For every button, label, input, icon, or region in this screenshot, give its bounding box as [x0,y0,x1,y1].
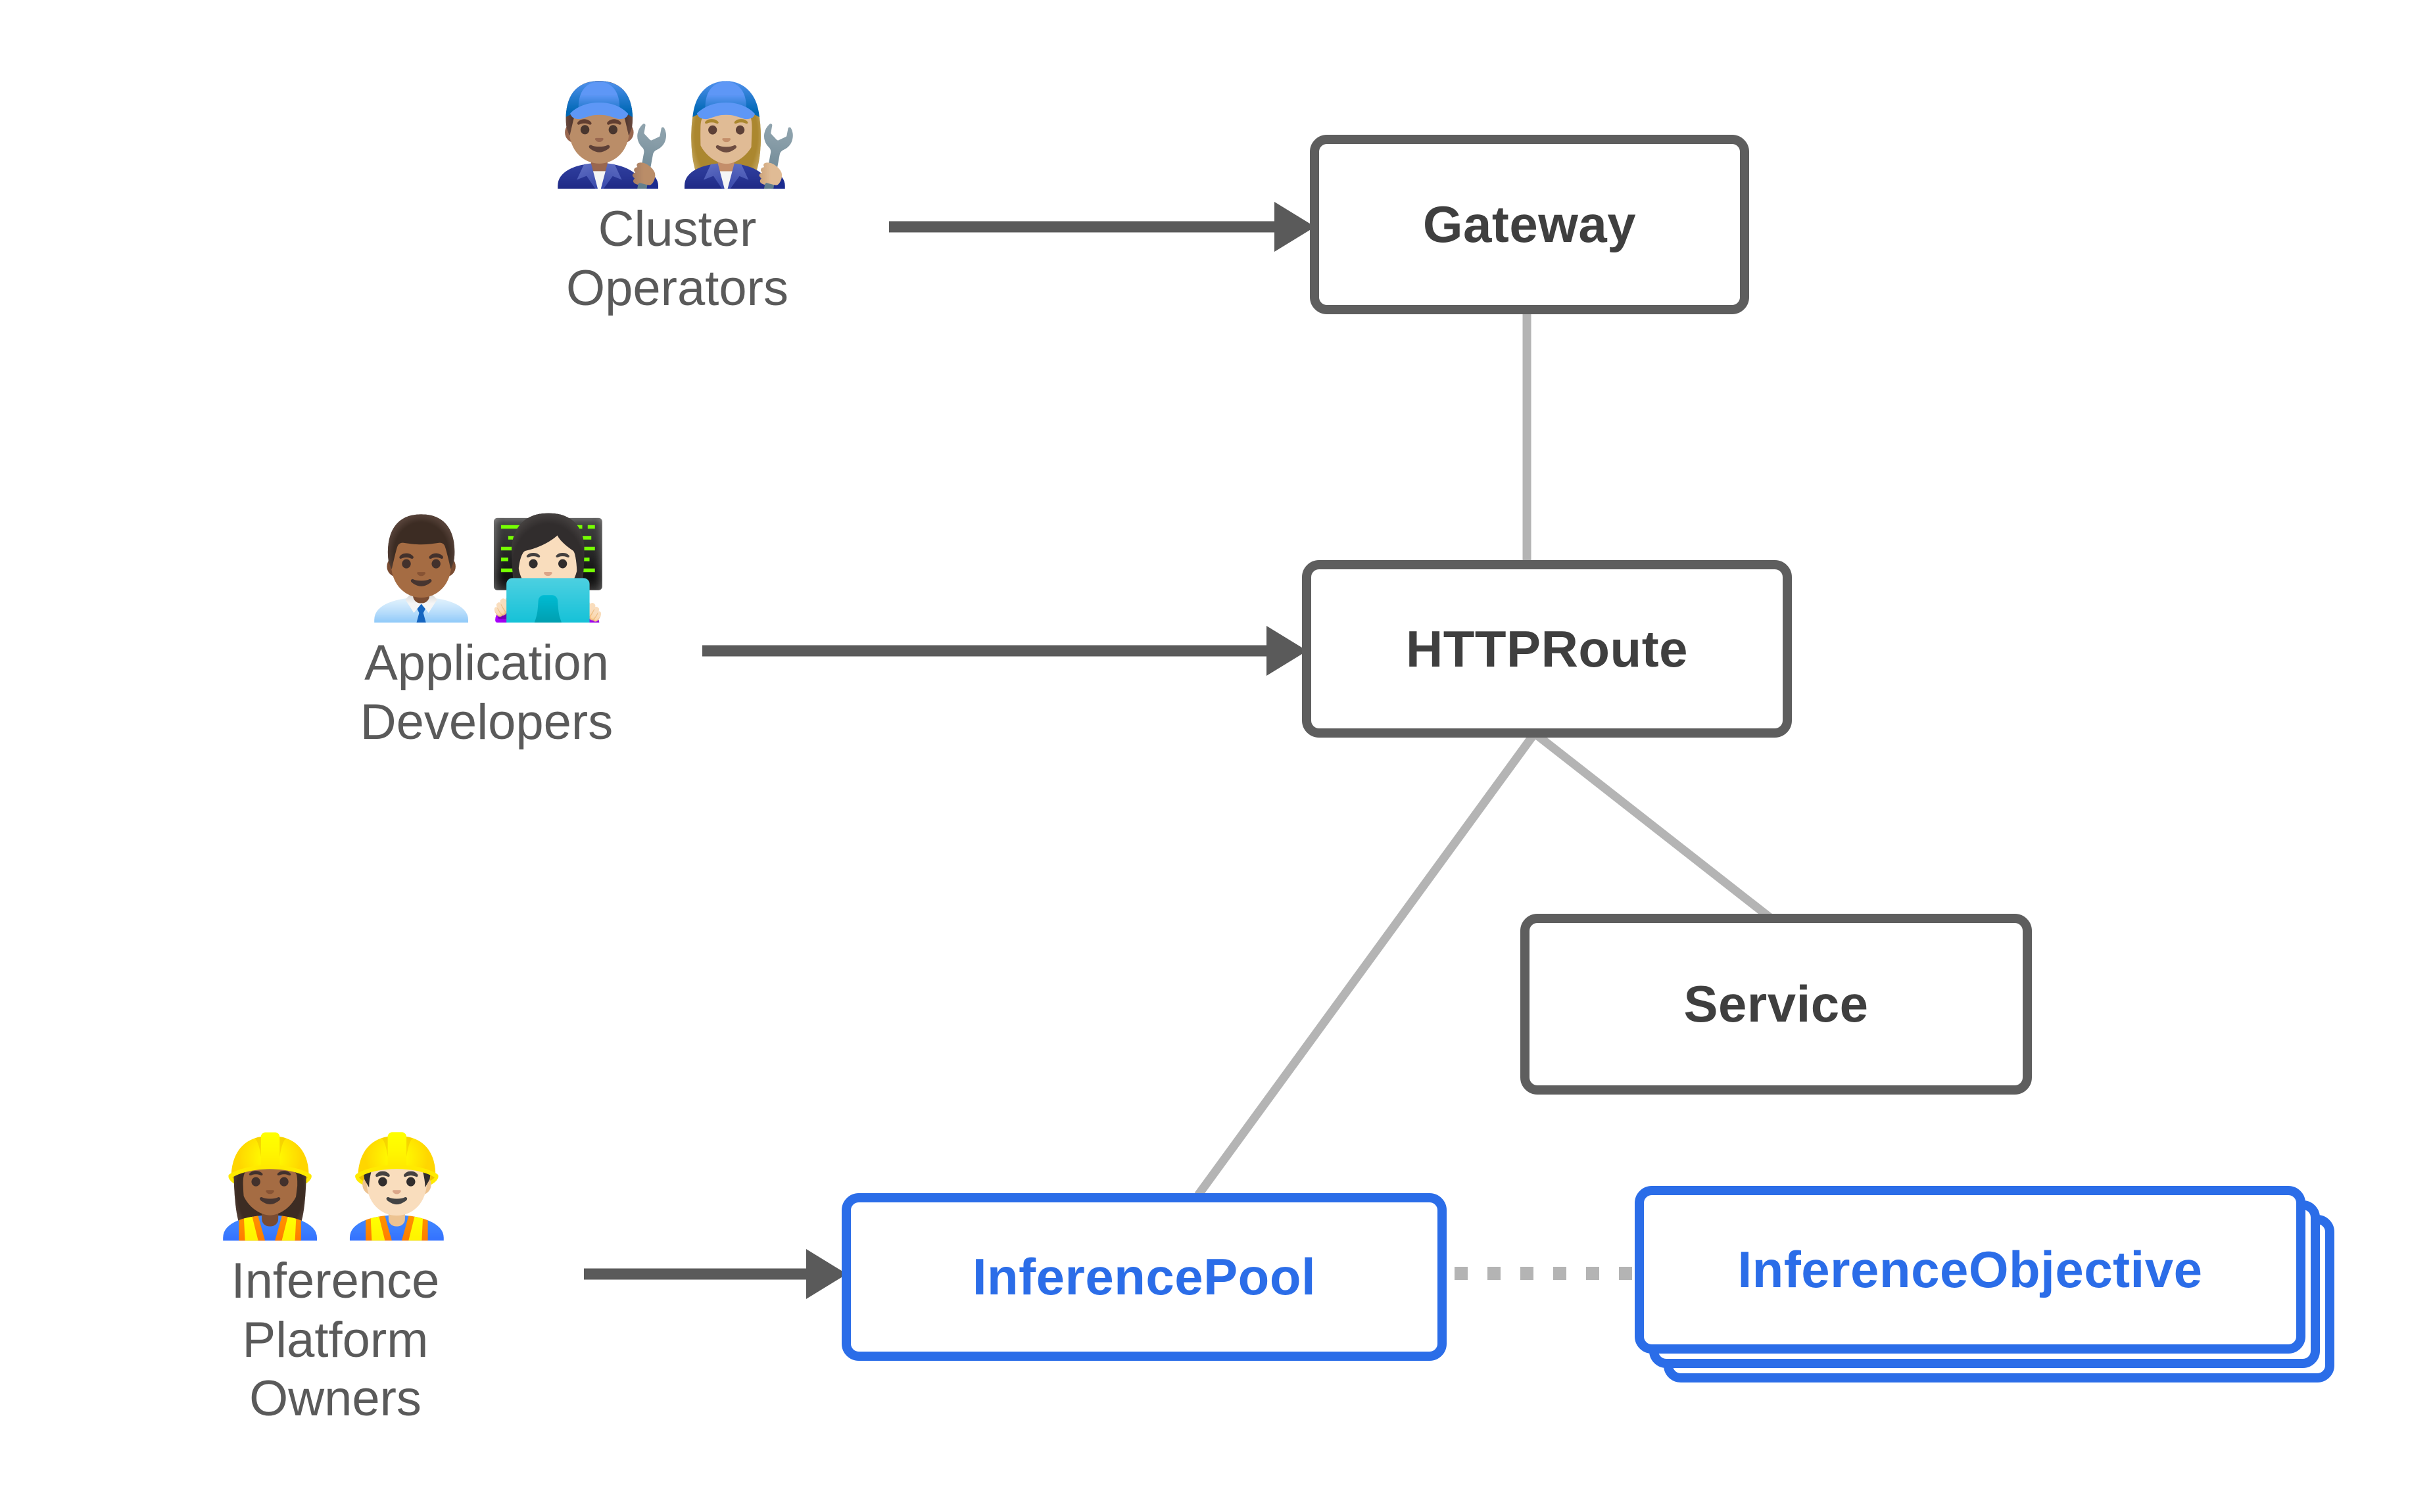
cluster-operators-emoji: 👨🏽‍🔧👩🏼‍🔧 [550,78,804,192]
application-developers-caption: Application Developers [360,635,614,750]
node-service-label: Service [1683,975,1869,1033]
node-inferenceobjective[interactable]: InferenceObjective [1635,1186,2305,1354]
edge-developers-to-httproute [702,626,1307,676]
edge-operators-to-gateway [889,202,1315,252]
actor-inference-platform-owners: 👷🏾‍♀️👷🏻‍♂️ Inference Platform Owners [151,1137,519,1429]
node-gateway[interactable]: Gateway [1310,135,1749,314]
node-inferencepool[interactable]: InferencePool [842,1193,1447,1361]
application-developers-emoji: 👨🏾‍💼👩🏻‍💻 [360,511,614,626]
node-httproute-label: HTTPRoute [1405,619,1689,678]
node-inferenceobjective-label: InferenceObjective [1737,1240,2203,1298]
inference-platform-owners-caption: Inference Platform Owners [231,1253,440,1427]
edge-httproute-to-inferencepool [1194,732,1537,1198]
inference-platform-owners-emoji: 👷🏾‍♀️👷🏻‍♂️ [208,1129,462,1244]
actor-application-developers: 👨🏾‍💼👩🏻‍💻 Application Developers [322,519,651,751]
node-service[interactable]: Service [1520,914,2032,1095]
actor-cluster-operators: 👨🏽‍🔧👩🏼‍🔧 Cluster Operators [513,85,842,318]
node-gateway-label: Gateway [1422,195,1637,253]
node-inferencepool-label: InferencePool [972,1248,1316,1306]
cluster-operators-caption: Cluster Operators [566,201,788,316]
edge-inferencepool-to-objective [1455,1267,1632,1280]
node-httproute[interactable]: HTTPRoute [1302,560,1792,738]
edge-owners-to-inferencepool [584,1249,847,1299]
edge-httproute-to-service [1533,731,1773,922]
